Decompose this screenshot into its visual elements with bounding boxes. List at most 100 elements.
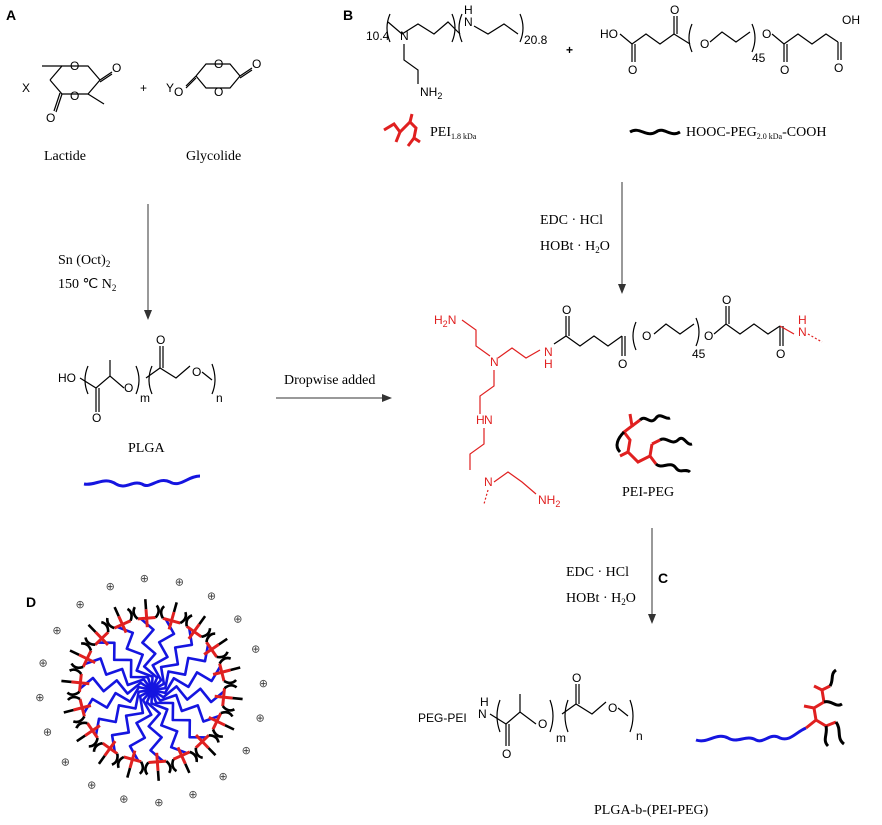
micelle-positive-charge: ⊕ [61,756,70,769]
micelle-positive-charge: ⊕ [207,589,216,602]
micelle-plga-arm [116,625,154,691]
micelle-pei-node [84,722,101,739]
plga-chain-icon [83,474,201,488]
lactide-o-top: O [70,59,79,73]
peg-o-keto2: O [670,3,679,17]
peg-n: 45 [752,51,766,65]
pp-o-keto2: O [618,357,627,371]
pei-peg-structure: H2N N N H H N N NH2 O O O 45 O O O [434,293,823,509]
final-nh-n: N [478,707,487,721]
micelle-plga-arm [84,657,154,691]
pei-n-left: 10.4 [366,29,390,43]
micelle-pei-node [94,630,110,646]
plga-o-keto1: O [92,411,101,425]
conditions-label: 150 ℃ N2 [58,277,116,293]
final-o-ester2: O [608,701,617,715]
peg-o-keto3: O [780,63,789,77]
panel-label-c: C [658,570,668,586]
micelle-peg-tail [194,734,220,760]
micelle-plga-arm [151,665,222,695]
pei-n-right: 20.8 [524,33,548,47]
micelle-pei-node [71,673,90,692]
lactide-o-keto-right: O [112,61,121,75]
peg-o-ether: O [700,37,709,51]
micelle-positive-charge: ⊕ [233,613,242,626]
pp-o-keto3: O [722,293,731,307]
peg-oh-right: OH [842,13,860,27]
final-m: m [556,731,566,745]
micelle-pei-node [214,688,233,707]
plga-label: PLGA [128,441,165,456]
peg-diacid-structure: HO O O O 45 O O O OH [600,3,860,77]
micelle-pei-node [208,712,226,731]
micelle-pei-node [162,611,181,630]
pei-legend-label: PEI1.8 kDa [430,125,477,141]
final-product-structure: PEG-PEI H N O O m O O n [418,671,643,761]
micelle-peg-tail [84,620,110,646]
micelle-positive-charge: ⊕ [154,796,163,809]
red-amide-n: N [544,345,553,359]
micelle-pei-node [78,649,96,668]
glycolide-o-bottom: O [214,85,223,99]
reagent-hobt-c: HOBt · H2O [566,591,636,607]
final-o-ester1: O [538,717,547,731]
red-nh-mid-n: N [484,413,493,427]
micelle-plga-arm [128,689,153,762]
micelle-positive-charge: ⊕ [251,643,260,656]
micelle-pei-node [123,750,142,769]
red-nh-mid-h: H [476,413,485,427]
micelle-positive-charge: ⊕ [106,580,115,593]
micelle-peg-tail [69,642,93,670]
micelle-peg-tail [61,668,83,696]
plga-o-keto2: O [156,333,165,347]
micelle-illustration: ⊕⊕⊕⊕⊕⊕⊕⊕⊕⊕⊕⊕⊕⊕⊕⊕⊕⊕⊕⊕ [35,572,268,809]
glycolide-coefficient: Y [166,81,174,95]
micelle-peg-tail [159,602,188,625]
peg-legend-icon [629,128,681,136]
lactide-coefficient: X [22,81,30,95]
pp-o-ether: O [642,329,651,343]
micelle-peg-tail [185,614,212,639]
plus-sign-a: + [140,81,147,95]
final-o-keto1: O [502,747,511,761]
red-n-lower: N [484,475,493,489]
dropwise-label: Dropwise added [284,373,375,388]
final-peg-pei: PEG-PEI [418,711,467,725]
plga-m: m [140,391,150,405]
final-product-icon [695,668,846,748]
glycolide-o-keto-left: O [174,85,183,99]
micelle-positive-charge: ⊕ [219,770,228,783]
micelle-positive-charge: ⊕ [52,624,61,637]
pei-nh-n: N [464,15,473,29]
peg-o-ester: O [762,27,771,41]
micelle-pei-node [194,734,210,750]
micelle-peg-tail [171,750,199,774]
panel-label-b: B [343,7,353,23]
glycolide-o-top: O [214,57,223,71]
peg-legend-label: HOOC-PEG2.0 kDa-COOH [686,125,826,141]
pp-terminal-h: H [798,313,807,327]
micelle-positive-charge: ⊕ [39,656,48,669]
micelle-pei-node [73,698,92,717]
red-h2n-top: H2N [434,313,456,329]
micelle-plga-arm [97,641,154,691]
pp-o-ester: O [704,329,713,343]
plga-o-ester2: O [192,365,201,379]
micelle-positive-charge: ⊕ [35,691,44,704]
micelle-peg-tail [105,606,133,630]
micelle-positive-charge: ⊕ [119,793,128,806]
plga-ho: HO [58,371,76,385]
red-n-branch: N [490,355,499,369]
peg-ho-left: HO [600,27,618,41]
glycolide-o-keto-right: O [252,57,261,71]
micelle-plga-arm [151,685,226,704]
micelle-positive-charge: ⊕ [188,788,197,801]
micelle-peg-tail [144,760,172,781]
plus-sign-b: + [566,43,573,57]
micelle-positive-charge: ⊕ [256,712,265,725]
lactide-o-bottom: O [70,89,79,103]
pei-peg-icon [615,413,693,474]
micelle-pei-node [185,623,203,640]
final-product-label: PLGA-b-(PEI-PEG) [594,803,709,818]
